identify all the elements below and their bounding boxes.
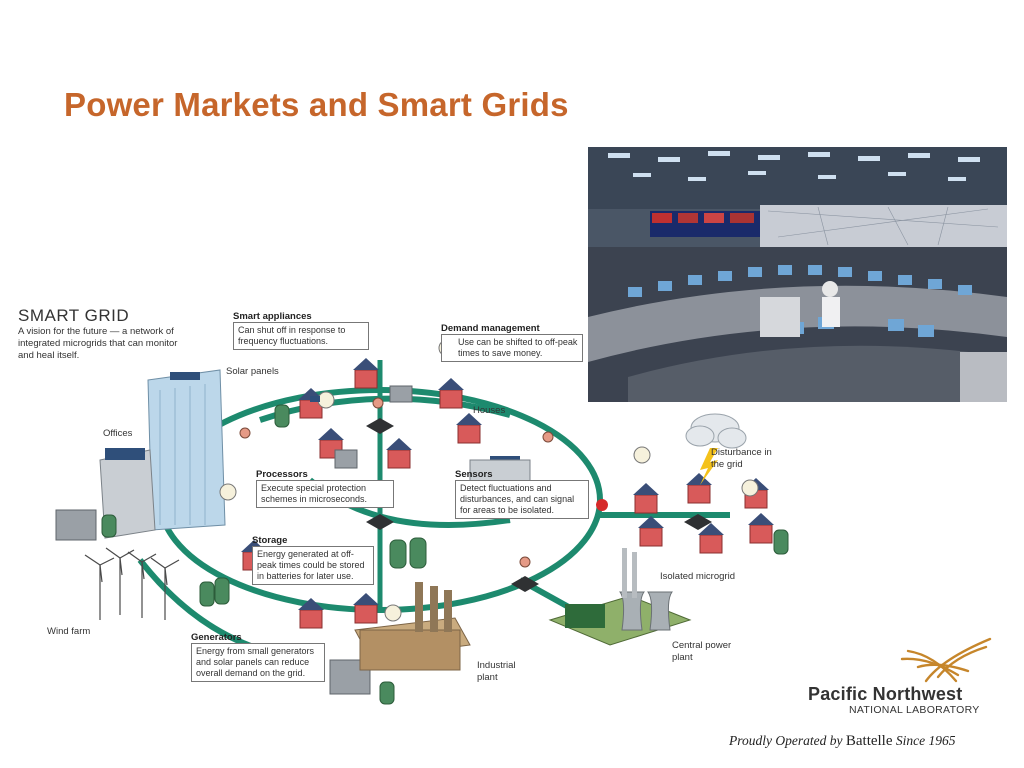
control-room-photo [588, 147, 1007, 402]
org-name: Pacific Northwest [808, 684, 963, 704]
callout-smart-appliances: Smart appliances Can shut off in respons… [233, 311, 369, 350]
wind-turbines [84, 547, 180, 620]
callout-heading: Sensors [455, 469, 493, 480]
callout-text: Execute special protection schemes in mi… [256, 480, 394, 508]
tagline-brand: Battelle [845, 733, 893, 749]
callout-sensors: Sensors Detect fluctuations and disturba… [455, 469, 589, 519]
generators [55, 385, 413, 695]
storm-cloud-icon [685, 413, 747, 485]
org-subtitle: NATIONAL LABORATORY [849, 704, 980, 716]
callout-heading: Storage [252, 535, 288, 546]
grid-line-top [259, 395, 511, 423]
label-industrial-plant: Industrial plant [477, 660, 516, 683]
callout-text: Detect fluctuations and disturbances, an… [455, 480, 589, 519]
label-houses: Houses [473, 405, 506, 416]
tagline-suffix: Since 1965 [895, 733, 956, 748]
callout-heading: Processors [256, 469, 308, 480]
callout-text: Energy from small generators and solar p… [191, 643, 325, 682]
callout-processors: Processors Execute special protection sc… [256, 469, 394, 508]
diagram-title: SMART GRID [18, 306, 130, 325]
pnnl-logo-icon [900, 637, 992, 683]
label-central-power-plant: Central power plant [672, 640, 732, 663]
diagram-description: A vision for the future — a network of i… [18, 326, 178, 361]
callout-demand-management: Demand management Use can be shifted to … [441, 323, 583, 362]
label-isolated-microgrid: Isolated microgrid [660, 571, 735, 582]
industrial-plant [354, 582, 471, 671]
storage-tanks [101, 404, 789, 705]
label-offices: Offices [103, 428, 133, 439]
slide-title: Power Markets and Smart Grids [64, 86, 569, 123]
callout-heading: Demand management [441, 323, 540, 334]
callout-text: Energy generated at off-peak times could… [252, 546, 374, 585]
tagline: Proudly Operated by Battelle Since 1965 [729, 733, 956, 750]
office-building [99, 369, 226, 539]
callout-storage: Storage Energy generated at off-peak tim… [252, 535, 374, 585]
label-solar-panels: Solar panels [226, 366, 279, 377]
callout-generators: Generators Energy from small generators … [191, 632, 325, 682]
central-power-plant [548, 548, 692, 646]
alert-sensor [596, 499, 608, 511]
label-wind-farm: Wind farm [47, 626, 91, 637]
callout-text: Can shut off in response to frequency fl… [233, 322, 369, 350]
tagline-prefix: Proudly Operated by [729, 733, 843, 748]
callout-heading: Smart appliances [233, 311, 312, 322]
callout-text: Use can be shifted to off-peak times to … [441, 334, 583, 362]
smart-grid-illustration [55, 339, 789, 705]
processors [366, 418, 712, 592]
label-disturbance: Disturbance in the grid [711, 447, 772, 470]
callout-heading: Generators [191, 632, 242, 643]
